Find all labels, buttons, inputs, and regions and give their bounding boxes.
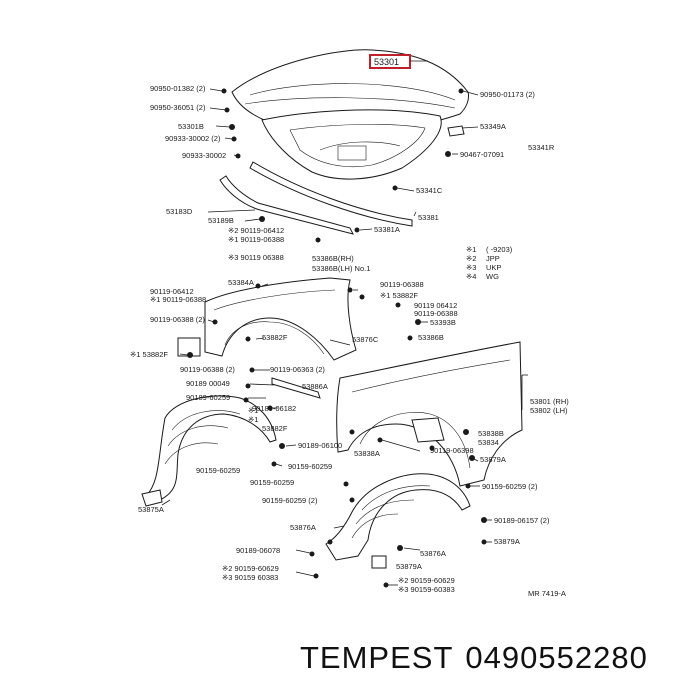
- part-label: ※1 90119-06388: [228, 235, 284, 244]
- part-label: 90119-06388 (2): [180, 365, 235, 374]
- part-label: 90189-06157 (2): [494, 516, 550, 525]
- part-label: 53882F: [262, 424, 288, 433]
- parts-diagram: 53301: [130, 49, 569, 598]
- part-label: 90189 00049: [186, 379, 230, 388]
- part-label: 90950-01173 (2): [480, 90, 535, 99]
- part-label: ※3 90159-60383: [398, 585, 455, 594]
- legend-text: WG: [486, 272, 499, 281]
- legend-mark: ※3: [466, 263, 476, 272]
- part-label: 53801 (RH): [530, 397, 569, 406]
- part-label: 53802 (LH): [530, 406, 568, 415]
- legend-mark: ※4: [466, 272, 476, 281]
- part-label: 90189-06100: [298, 441, 342, 450]
- part-label: 90933-30002 (2): [165, 134, 221, 143]
- brand-name: TEMPEST: [300, 640, 454, 675]
- legend: ※1 ( -9203) ※2 JPP ※3 UKP ※4 WG: [466, 245, 513, 281]
- part-label: 53876A: [420, 549, 446, 558]
- diagram-code: MR 7419-A: [528, 589, 566, 598]
- part-label: ※2 90159-60629: [398, 576, 455, 585]
- legend-text: ( -9203): [486, 245, 513, 254]
- part-label: 90119-06363 (2): [270, 365, 325, 374]
- part-labels: 90950-01382 (2) 90950-36051 (2) 53301B 9…: [130, 84, 569, 594]
- fender-brackets: [177, 125, 465, 569]
- part-label: 90159-60259 (2): [482, 482, 538, 491]
- part-label: 53886A: [302, 382, 328, 391]
- part-label: 53879A: [480, 455, 506, 464]
- part-label: 53879A: [396, 562, 422, 571]
- legend-mark: ※1: [466, 245, 476, 254]
- part-label: ※3 90119 06388: [228, 253, 284, 262]
- fender-liner-left: [141, 395, 277, 507]
- part-label: 90119-06412: [150, 287, 194, 296]
- fasteners: [187, 88, 487, 588]
- part-label: 53381: [418, 213, 439, 222]
- highlight-label: 53301: [374, 57, 399, 67]
- part-label: 90159-60259 (2): [262, 496, 318, 505]
- front-fender: [336, 341, 523, 487]
- part-label: 53386B(RH): [312, 254, 354, 263]
- part-number: 0490552280: [465, 640, 648, 675]
- part-label: 53341R: [528, 143, 555, 152]
- leader-lines: [161, 88, 528, 586]
- hood-panel: [231, 49, 469, 180]
- part-label: 90189-06078: [236, 546, 280, 555]
- part-label: 53393B: [430, 318, 456, 327]
- part-label: 53349A: [480, 122, 506, 131]
- part-label: 90119-06388: [414, 309, 458, 318]
- part-label: 90467-07091: [460, 150, 504, 159]
- part-label: 53838A: [354, 449, 380, 458]
- part-label: 53386B(LH) No.1: [312, 264, 370, 273]
- fender-liner-right: [325, 473, 471, 561]
- part-label: 53876C: [352, 335, 379, 344]
- part-label: ※1 53882F: [380, 291, 418, 300]
- part-label: ※1 53882F: [130, 350, 168, 359]
- part-label: 53189B: [208, 216, 234, 225]
- part-label: 90189-06182: [252, 404, 296, 413]
- part-label: 53875A: [138, 505, 164, 514]
- part-label: 53882F: [262, 333, 288, 342]
- fender-apron-left: [204, 277, 357, 361]
- part-label: ※2 90159-60629: [222, 564, 279, 573]
- part-label: ※3 90159 60383: [222, 573, 278, 582]
- part-label: 90950-36051 (2): [150, 103, 206, 112]
- part-label: 90119 06412: [414, 301, 457, 310]
- part-label: 90159-60259: [250, 478, 294, 487]
- part-label: 53838B: [478, 429, 504, 438]
- part-label: 90933-30002: [182, 151, 226, 160]
- legend-text: JPP: [486, 254, 500, 263]
- part-label: 53386B: [418, 333, 444, 342]
- part-label: 90119-06398: [430, 446, 474, 455]
- part-label: ※2 90119-06412: [228, 226, 284, 235]
- part-label: 53301B: [178, 122, 204, 131]
- part-label: 90189-60259: [186, 393, 230, 402]
- highlight-box: [369, 54, 411, 69]
- part-label: ※1: [248, 415, 258, 424]
- legend-text: UKP: [486, 263, 501, 272]
- part-label: 90159-60259: [196, 466, 240, 475]
- part-label: 53834: [478, 438, 499, 447]
- part-label: 53876A: [290, 523, 316, 532]
- part-label: 53341C: [416, 186, 443, 195]
- part-label: 53381A: [374, 225, 400, 234]
- part-label: ※1 90119-06388: [150, 295, 206, 304]
- part-label: 90950-01382 (2): [150, 84, 206, 93]
- product-caption: TEMPEST 0490552280: [300, 640, 690, 676]
- legend-mark: ※2: [466, 254, 476, 263]
- part-label: 90159-60259: [288, 462, 332, 471]
- part-label: 53879A: [494, 537, 520, 546]
- hood-seal: [219, 161, 413, 235]
- part-label: 53384A: [228, 278, 254, 287]
- part-label: ※1: [248, 406, 258, 415]
- part-label: 90119-06388: [380, 280, 424, 289]
- part-label: 53183D: [166, 207, 193, 216]
- part-label: 90119-06388 (2): [150, 315, 205, 324]
